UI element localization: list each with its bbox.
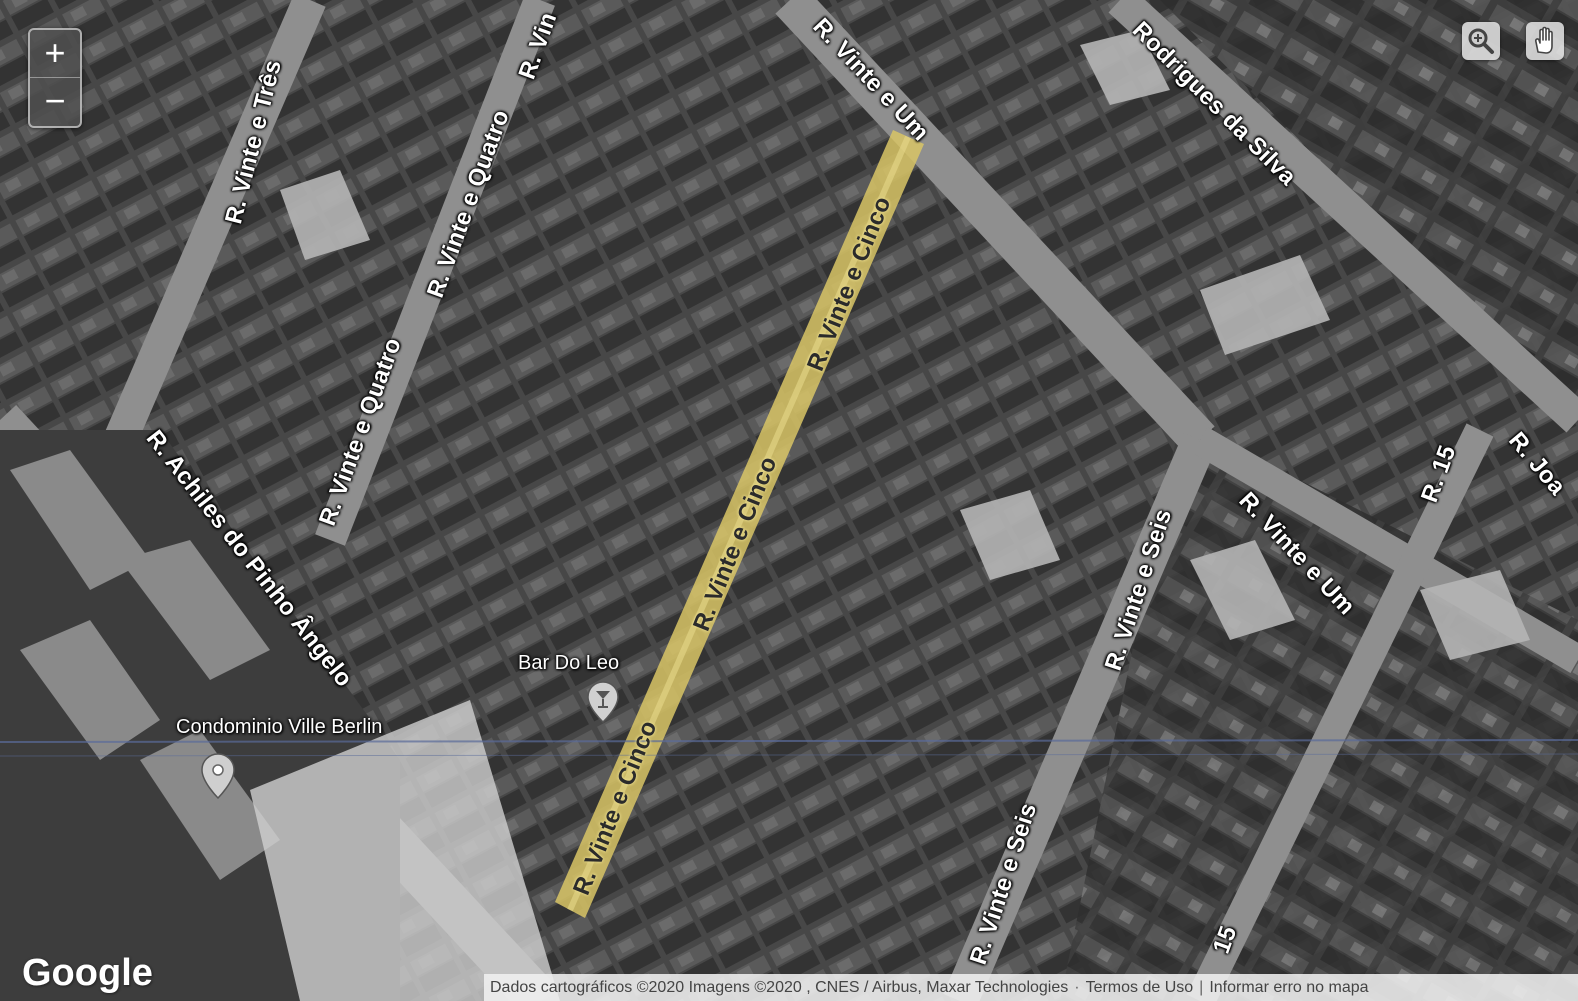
- map-attribution: Dados cartográficos ©2020 Imagens ©2020 …: [484, 974, 1578, 1001]
- zoom-control: + −: [28, 28, 82, 128]
- terms-link[interactable]: Termos de Uso: [1085, 979, 1194, 996]
- bar-pin-icon[interactable]: [586, 680, 620, 724]
- poi-label-condominio[interactable]: Condominio Ville Berlin: [176, 716, 383, 738]
- pan-tool-button[interactable]: [1526, 22, 1564, 60]
- zoom-out-button[interactable]: −: [44, 80, 66, 121]
- zoom-tool-button[interactable]: [1462, 22, 1500, 60]
- location-pin-icon[interactable]: [200, 752, 236, 800]
- zoom-in-button[interactable]: +: [30, 30, 80, 78]
- google-logo: Google: [22, 952, 153, 994]
- poi-label-bar-do-leo[interactable]: Bar Do Leo: [518, 652, 620, 674]
- hand-pan-icon: [1535, 26, 1553, 54]
- report-error-link[interactable]: Informar erro no mapa: [1209, 979, 1369, 996]
- zoom-tool-icon: [1468, 28, 1494, 54]
- attribution-data: Dados cartográficos ©2020 Imagens ©2020 …: [490, 979, 1069, 996]
